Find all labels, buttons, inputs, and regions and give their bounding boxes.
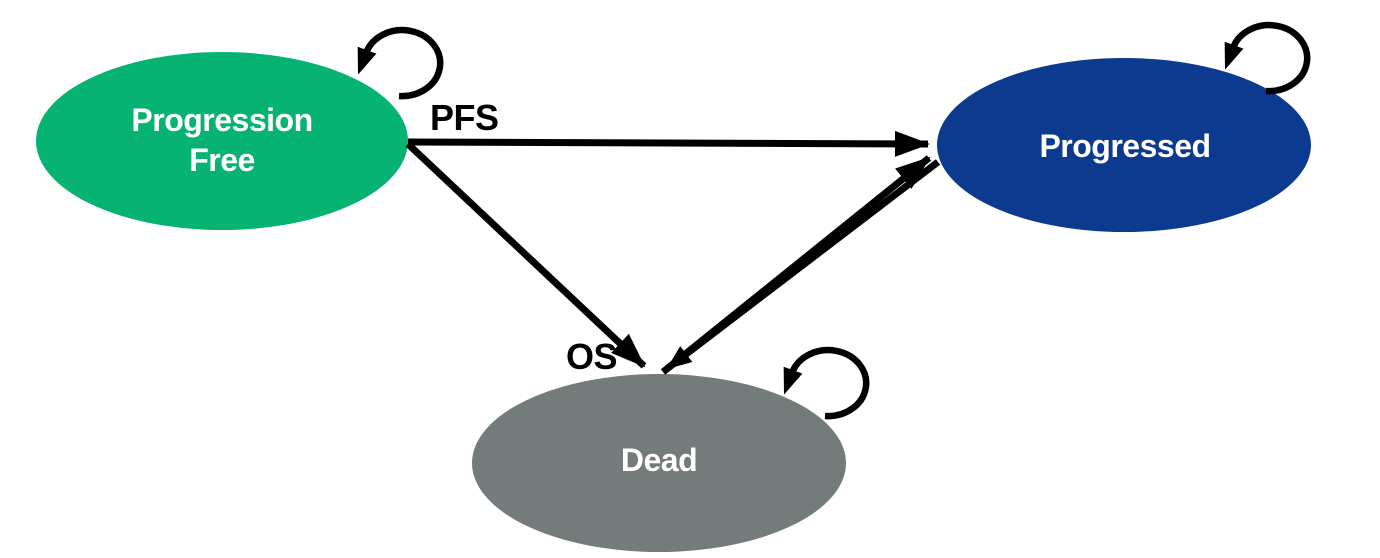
state-label-progression-free-line1: Progression <box>131 102 312 138</box>
arrow-dead-to-progressed <box>660 155 932 375</box>
state-dead <box>472 374 846 552</box>
self-loop-progressed <box>1224 21 1311 95</box>
state-progressed <box>937 58 1311 232</box>
self-loop-progression-free <box>357 26 444 100</box>
state-label-progression-free-line2: Free <box>189 142 255 178</box>
self-loop-dead <box>783 346 870 420</box>
state-label-dead: Dead <box>621 442 697 478</box>
arrow-progression-free-to-progressed <box>407 130 930 157</box>
state-label-progressed: Progressed <box>1039 128 1210 164</box>
edge-label-pfs: PFS <box>430 97 499 138</box>
edge-label-os: OS <box>566 336 617 377</box>
arrow-progression-free-to-dead <box>405 141 647 369</box>
state-progression-free <box>36 52 408 230</box>
